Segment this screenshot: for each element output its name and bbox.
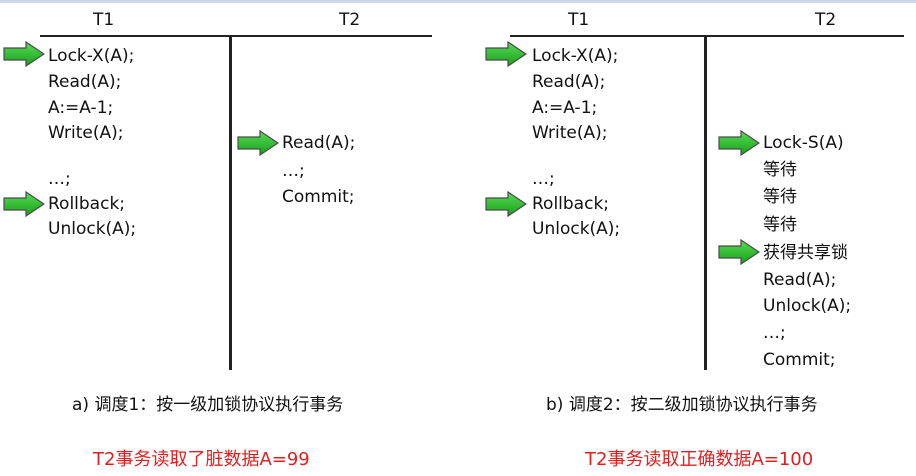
result-note: T2事务读取正确数据A=100 <box>585 449 814 470</box>
t2-op-wait: 等待 <box>763 187 797 207</box>
t2-op-read: Read(A); <box>763 270 837 290</box>
green-arrow-icon <box>718 130 760 156</box>
t2-op-unlock: Unlock(A); <box>763 296 852 316</box>
t1-header: T1 <box>568 10 590 30</box>
t1-op-assign: A:=A-1; <box>48 98 114 118</box>
schedule-1-panel: T1 T2 Lock-X(A); Read(A); A:=A-1; Write(… <box>3 10 432 470</box>
green-arrow-icon <box>485 191 527 217</box>
schedule-caption: b) 调度2：按二级加锁协议执行事务 <box>546 395 818 415</box>
schedule-caption: a) 调度1：按一级加锁协议执行事务 <box>72 395 344 415</box>
t1-op-ellipsis: …; <box>48 169 71 189</box>
t2-op-ellipsis: …; <box>763 323 786 343</box>
column-divider <box>229 36 232 370</box>
t2-header: T2 <box>815 10 837 30</box>
column-divider <box>704 36 707 370</box>
green-arrow-icon <box>718 239 760 265</box>
header-rule <box>510 35 904 37</box>
t2-header: T2 <box>339 10 361 30</box>
t1-op-rollback: Rollback; <box>48 194 126 214</box>
green-arrow-icon <box>237 130 279 156</box>
green-arrow-icon <box>485 41 527 67</box>
t1-op-write: Write(A); <box>48 123 124 143</box>
t1-header: T1 <box>93 10 115 30</box>
t1-op-read: Read(A); <box>532 72 606 92</box>
t2-op-wait: 等待 <box>763 215 797 235</box>
t1-op-write: Write(A); <box>532 123 608 143</box>
t2-op-lock-s: Lock-S(A) <box>763 133 844 153</box>
t1-op-read: Read(A); <box>48 72 122 92</box>
top-divider <box>0 0 916 3</box>
t1-op-unlock: Unlock(A); <box>48 219 137 239</box>
green-arrow-icon <box>3 41 45 67</box>
t2-op-commit: Commit; <box>763 350 836 370</box>
t2-op-read: Read(A); <box>282 133 356 153</box>
t2-op-wait: 等待 <box>763 160 797 180</box>
t2-op-commit: Commit; <box>282 187 355 207</box>
t1-op-rollback: Rollback; <box>532 194 610 214</box>
t1-op-unlock: Unlock(A); <box>532 219 621 239</box>
t1-op-lock-x: Lock-X(A); <box>48 46 135 66</box>
t1-op-ellipsis: …; <box>532 169 555 189</box>
result-note: T2事务读取了脏数据A=99 <box>93 449 310 470</box>
t1-op-lock-x: Lock-X(A); <box>532 46 619 66</box>
t1-op-assign: A:=A-1; <box>532 98 598 118</box>
schedule-2-panel: T1 T2 Lock-X(A); Read(A); A:=A-1; Write(… <box>458 0 916 476</box>
header-rule <box>40 35 432 37</box>
t2-op-ellipsis: …; <box>282 161 305 181</box>
green-arrow-icon <box>3 191 45 217</box>
t2-op-acquire-lock: 获得共享锁 <box>763 243 848 263</box>
